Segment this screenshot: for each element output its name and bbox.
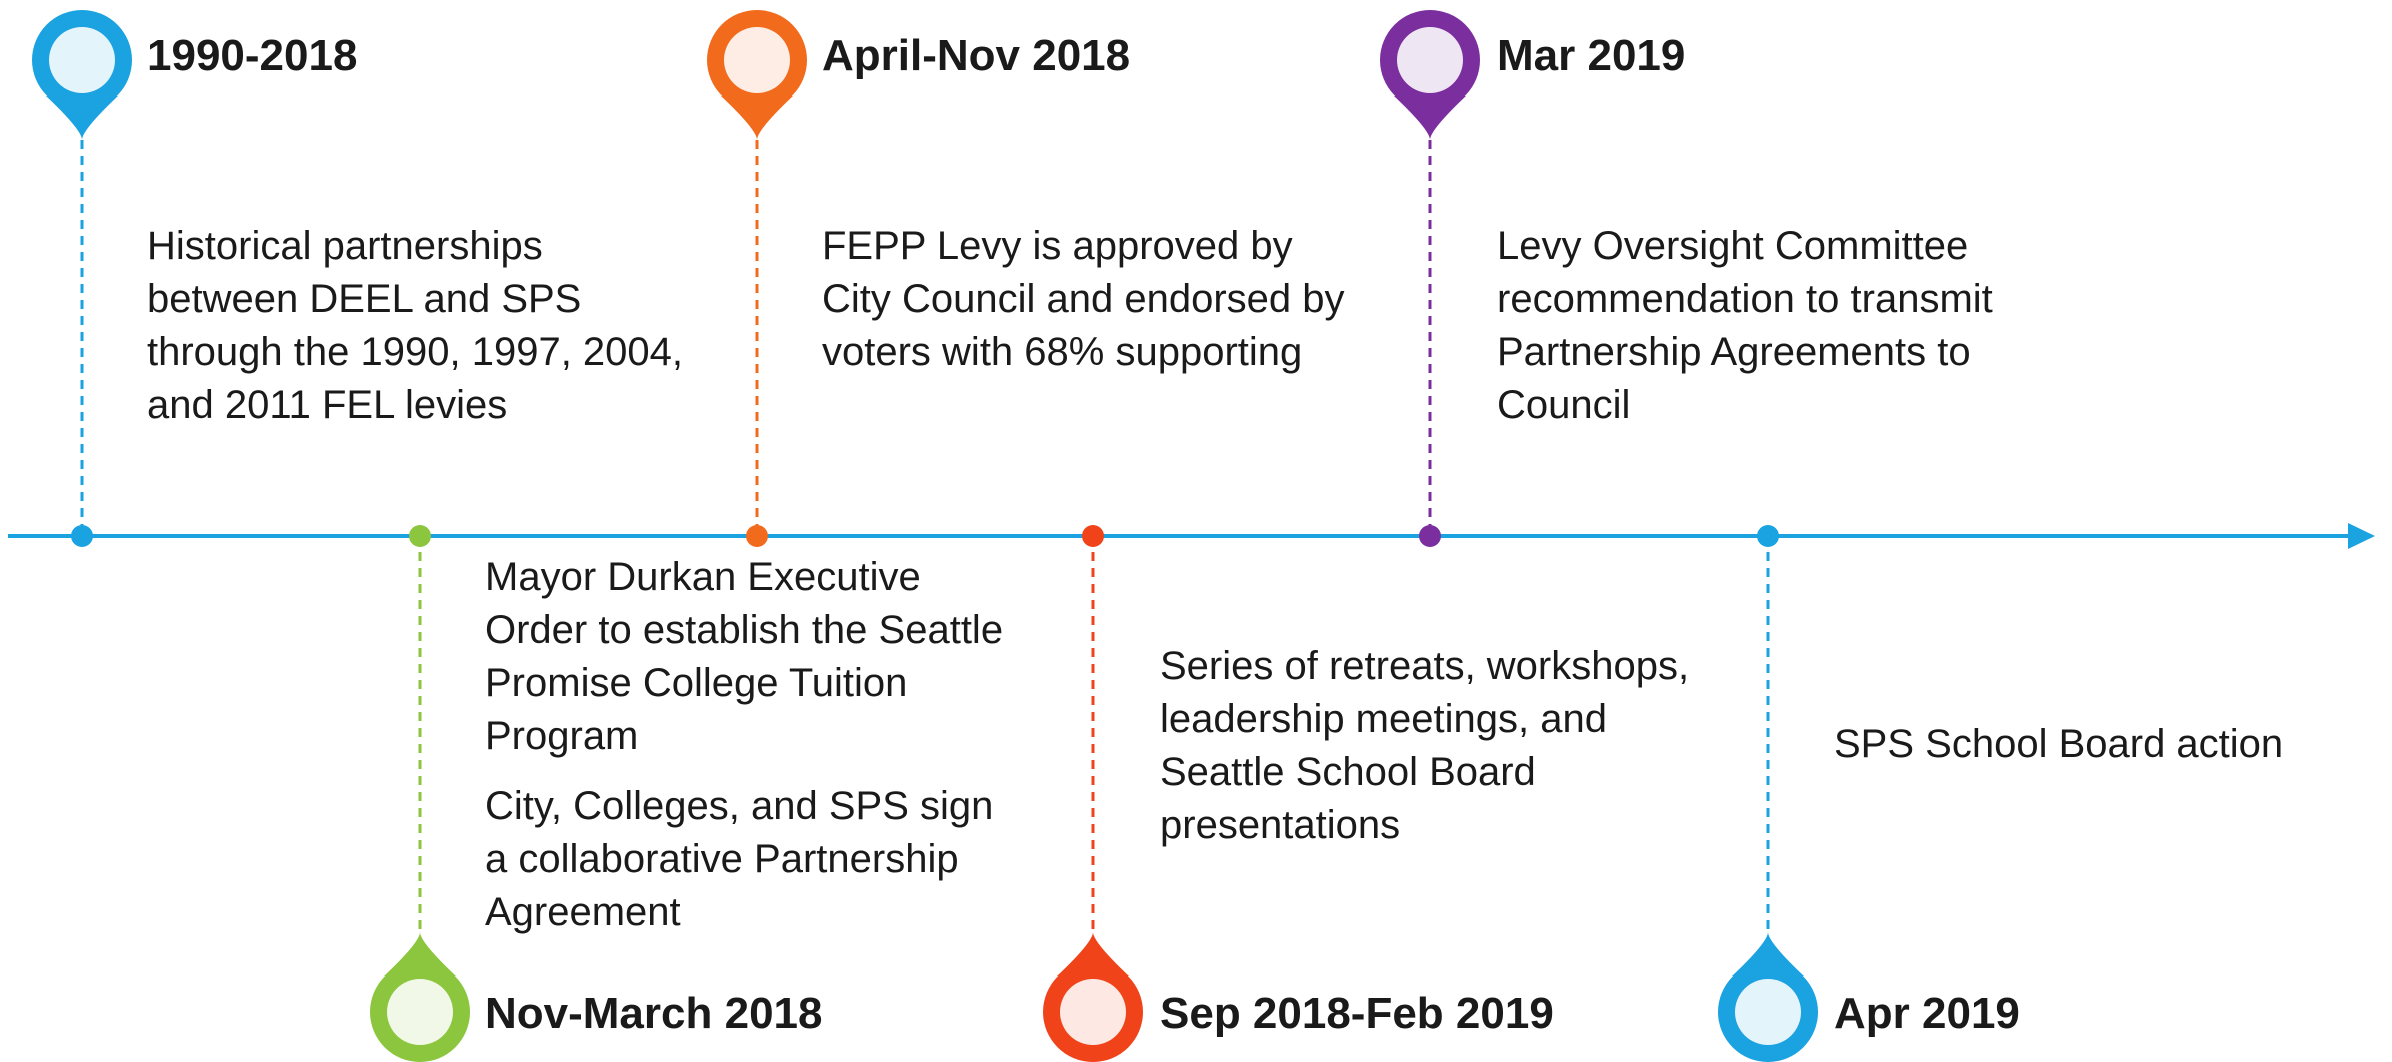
event-description-april-nov-2018: FEPP Levy is approved by City Council an… xyxy=(822,224,1345,374)
timeline-dots xyxy=(71,525,1779,547)
connector-lines xyxy=(80,140,1770,932)
timeline-pins xyxy=(32,10,1818,1062)
timeline-dot-sep-2018-feb-2019 xyxy=(1082,525,1104,547)
map-pin-icon-sep-2018-feb-2019 xyxy=(1043,932,1143,1062)
event-description-nov-march-2018-agreement: City, Colleges, and SPS sign a collabora… xyxy=(485,784,994,934)
timeline-dot-mar-2019 xyxy=(1419,525,1441,547)
event-date-apr-2019: Apr 2019 xyxy=(1834,989,2020,1038)
event-date-april-nov-2018: April-Nov 2018 xyxy=(822,31,1131,80)
map-pin-icon-apr-2019 xyxy=(1718,932,1818,1062)
event-description-sep-2018-feb-2019: Series of retreats, workshops, leadershi… xyxy=(1160,644,1690,847)
map-pin-icon-1990-2018 xyxy=(32,10,132,140)
timeline-axis xyxy=(8,523,2375,549)
event-date-nov-march-2018: Nov-March 2018 xyxy=(485,989,823,1038)
event-description-nov-march-2018-order: Mayor Durkan Executive Order to establis… xyxy=(485,555,1004,758)
map-pin-icon-nov-march-2018 xyxy=(370,932,470,1062)
event-description-apr-2019: SPS School Board action xyxy=(1834,722,2284,766)
timeline-axis-arrowhead xyxy=(2348,523,2375,549)
event-date-sep-2018-feb-2019: Sep 2018-Feb 2019 xyxy=(1160,989,1554,1038)
timeline-dot-apr-2019 xyxy=(1757,525,1779,547)
timeline-dot-april-nov-2018 xyxy=(746,525,768,547)
event-date-mar-2019: Mar 2019 xyxy=(1497,31,1686,80)
timeline-dot-1990-2018 xyxy=(71,525,93,547)
event-date-1990-2018: 1990-2018 xyxy=(147,31,358,80)
map-pin-icon-april-nov-2018 xyxy=(707,10,807,140)
event-description-1990-2018: Historical partnerships between DEEL and… xyxy=(147,224,684,427)
map-pin-icon-mar-2019 xyxy=(1380,10,1480,140)
timeline-dot-nov-march-2018 xyxy=(409,525,431,547)
event-description-mar-2019: Levy Oversight Committee recommendation … xyxy=(1497,224,1993,427)
